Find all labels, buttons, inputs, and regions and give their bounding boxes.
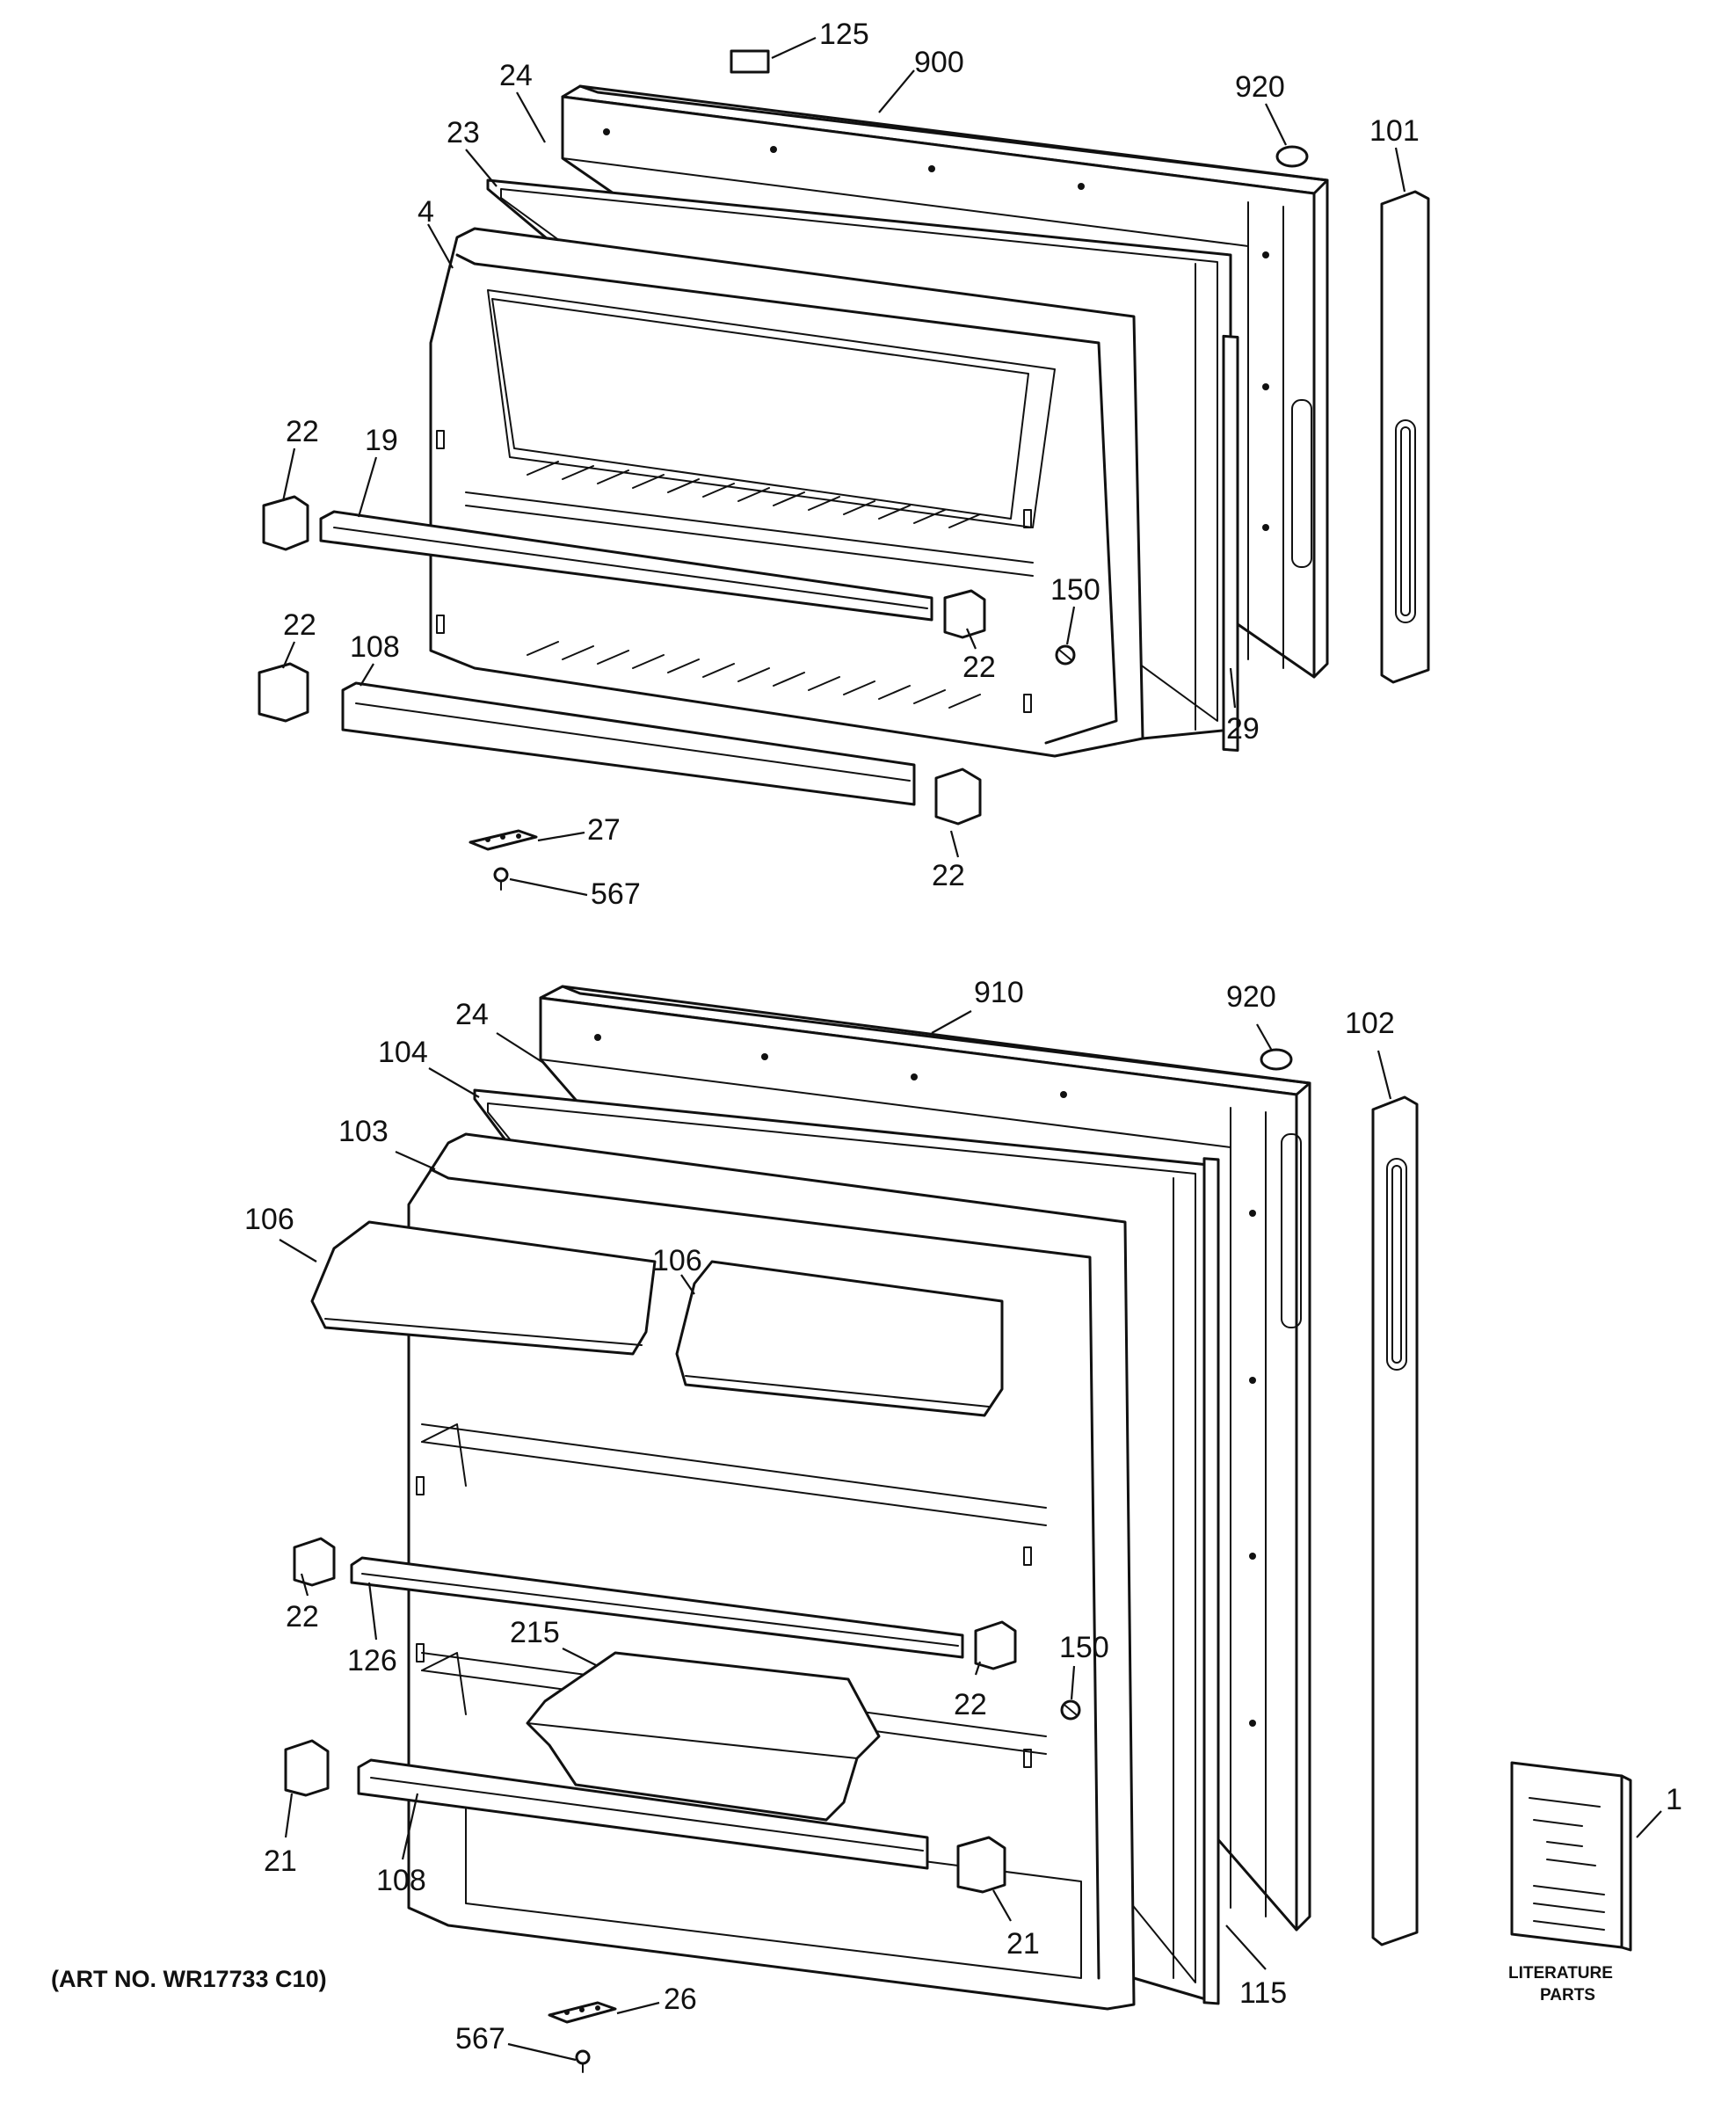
callout-108: 108 bbox=[350, 630, 400, 664]
door-bin-right bbox=[675, 1260, 1004, 1417]
callout-101: 101 bbox=[1369, 114, 1420, 148]
screw-icon bbox=[1055, 644, 1076, 666]
freezer-inner-door-liner bbox=[429, 227, 1144, 758]
callout-103: 103 bbox=[338, 1115, 389, 1148]
literature-booklet-icon bbox=[1510, 1761, 1632, 1952]
callout-22: 22 bbox=[954, 1688, 987, 1721]
callout-920: 920 bbox=[1226, 980, 1276, 1014]
callout-215: 215 bbox=[510, 1616, 560, 1649]
fresh-food-door-assembly bbox=[284, 985, 1419, 2073]
callout-106: 106 bbox=[244, 1203, 294, 1236]
freezer-shelf-bar-upper bbox=[319, 510, 933, 622]
literature-label-line1: LITERATURE bbox=[1508, 1964, 1613, 1983]
callout-26: 26 bbox=[664, 1983, 697, 2016]
callout-920: 920 bbox=[1235, 70, 1285, 104]
screw-icon bbox=[1060, 1699, 1081, 1721]
callout-4: 4 bbox=[418, 195, 434, 229]
hinge-screw-icon bbox=[575, 2049, 591, 2073]
callout-126: 126 bbox=[347, 1644, 397, 1677]
callout-21: 21 bbox=[1006, 1927, 1040, 1961]
callout-24: 24 bbox=[499, 59, 533, 92]
hinge-plate-icon bbox=[469, 829, 538, 851]
shelf-clip-icon bbox=[258, 495, 986, 826]
callout-22: 22 bbox=[932, 859, 965, 892]
leader-lines bbox=[279, 37, 1662, 2062]
callout-567: 567 bbox=[591, 877, 641, 911]
model-label-icon bbox=[730, 49, 770, 74]
plug-button-icon bbox=[1275, 145, 1309, 168]
freezer-shelf-bar-lower bbox=[341, 681, 916, 806]
callout-27: 27 bbox=[587, 813, 621, 847]
callout-22: 22 bbox=[283, 608, 316, 642]
fresh-food-shelf-bar-lower bbox=[357, 1758, 929, 1870]
callout-900: 900 bbox=[914, 46, 964, 79]
callout-22: 22 bbox=[962, 651, 996, 684]
freezer-handle-trim bbox=[1380, 190, 1430, 684]
callout-labels: 125 900 24 920 101 23 4 22 19 150 22 22 … bbox=[51, 18, 1682, 2055]
callout-21: 21 bbox=[264, 1844, 297, 1878]
callout-150: 150 bbox=[1059, 1631, 1109, 1664]
freezer-seal-strip bbox=[1222, 334, 1239, 752]
callout-22: 22 bbox=[286, 1600, 319, 1633]
fresh-food-handle-trim bbox=[1371, 1095, 1419, 1946]
fresh-food-shelf-bar-upper bbox=[350, 1556, 964, 1659]
art-number-caption: (ART NO. WR17733 C10) bbox=[51, 1966, 327, 1992]
callout-125: 125 bbox=[819, 18, 869, 51]
shelf-clip-icon bbox=[284, 1537, 1017, 1894]
callout-24: 24 bbox=[455, 998, 489, 1031]
callout-1: 1 bbox=[1666, 1783, 1682, 1816]
callout-104: 104 bbox=[378, 1036, 428, 1069]
fresh-food-seal-strip bbox=[1202, 1157, 1220, 2005]
hinge-screw-icon bbox=[493, 867, 509, 891]
freezer-door-assembly bbox=[258, 49, 1430, 891]
callout-29: 29 bbox=[1226, 712, 1260, 746]
callout-910: 910 bbox=[974, 976, 1024, 1009]
callout-102: 102 bbox=[1345, 1007, 1395, 1040]
callout-567: 567 bbox=[455, 2022, 505, 2055]
callout-150: 150 bbox=[1050, 573, 1100, 607]
callout-22: 22 bbox=[286, 415, 319, 448]
callout-108: 108 bbox=[376, 1864, 426, 1897]
dairy-bin bbox=[526, 1651, 881, 1822]
hinge-plate-icon bbox=[548, 2001, 617, 2024]
callout-23: 23 bbox=[447, 116, 480, 149]
literature-label-line2: PARTS bbox=[1540, 1986, 1595, 2004]
callout-19: 19 bbox=[365, 424, 398, 457]
door-bin-left bbox=[310, 1220, 657, 1356]
callout-106: 106 bbox=[652, 1244, 702, 1277]
freezer-shelf-ribs bbox=[527, 461, 981, 709]
callout-115: 115 bbox=[1239, 1976, 1287, 2010]
plug-button-icon bbox=[1260, 1048, 1293, 1071]
